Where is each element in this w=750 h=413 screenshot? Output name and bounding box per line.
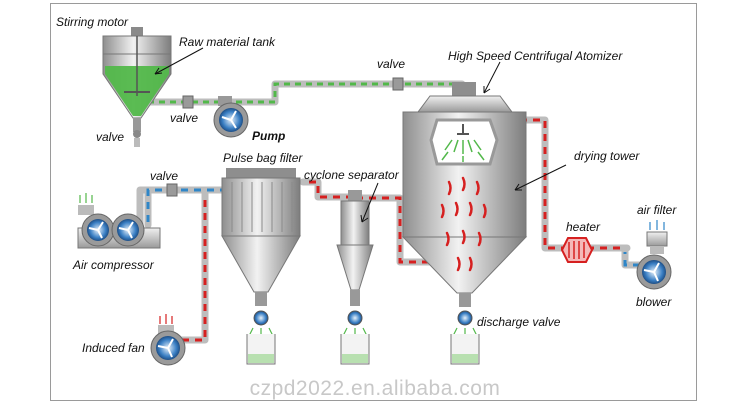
stirring-motor-label: Stirring motor [56, 15, 129, 29]
raw-material-tank [102, 27, 172, 147]
air-filter-label: air filter [637, 203, 677, 217]
drying-tower-label: drying tower [574, 149, 640, 163]
discharge-valve-label: discharge valve [477, 315, 561, 329]
cold-air-flow [146, 188, 640, 267]
atomizer-label: High Speed Centrifugal Atomizer [448, 49, 623, 63]
cyclone-separator [336, 190, 374, 306]
valve-label-compressor: valve [150, 169, 179, 183]
valve-label-tank: valve [96, 130, 125, 144]
induced-fan [150, 314, 186, 366]
diagram-border [50, 3, 697, 401]
discharge-bins [246, 310, 480, 365]
pump-label: Pump [252, 129, 286, 143]
drying-tower [401, 82, 528, 307]
raw-material-tank-label: Raw material tank [179, 35, 276, 49]
induced-fan-label: Induced fan [82, 341, 145, 355]
cyclone-separator-label: cyclone separator [304, 168, 399, 182]
valve-label-top: valve [377, 57, 406, 71]
valves [166, 77, 404, 197]
heater [560, 237, 594, 263]
label-pointers [154, 47, 567, 223]
pulse-bag-filter-label: Pulse bag filter [223, 151, 303, 165]
liquid-flow [137, 82, 462, 104]
valve-label-pump: valve [170, 111, 199, 125]
pulse-bag-filter [221, 168, 301, 306]
blower-label: blower [636, 295, 672, 309]
heater-label: heater [566, 220, 601, 234]
watermark: czpd2022.en.alibaba.com [249, 377, 501, 400]
air-filter-blower [636, 220, 672, 290]
air-compressor-label: Air compressor [73, 258, 154, 272]
pipe-network [133, 80, 649, 344]
pump [213, 96, 249, 138]
air-compressor [77, 193, 161, 249]
